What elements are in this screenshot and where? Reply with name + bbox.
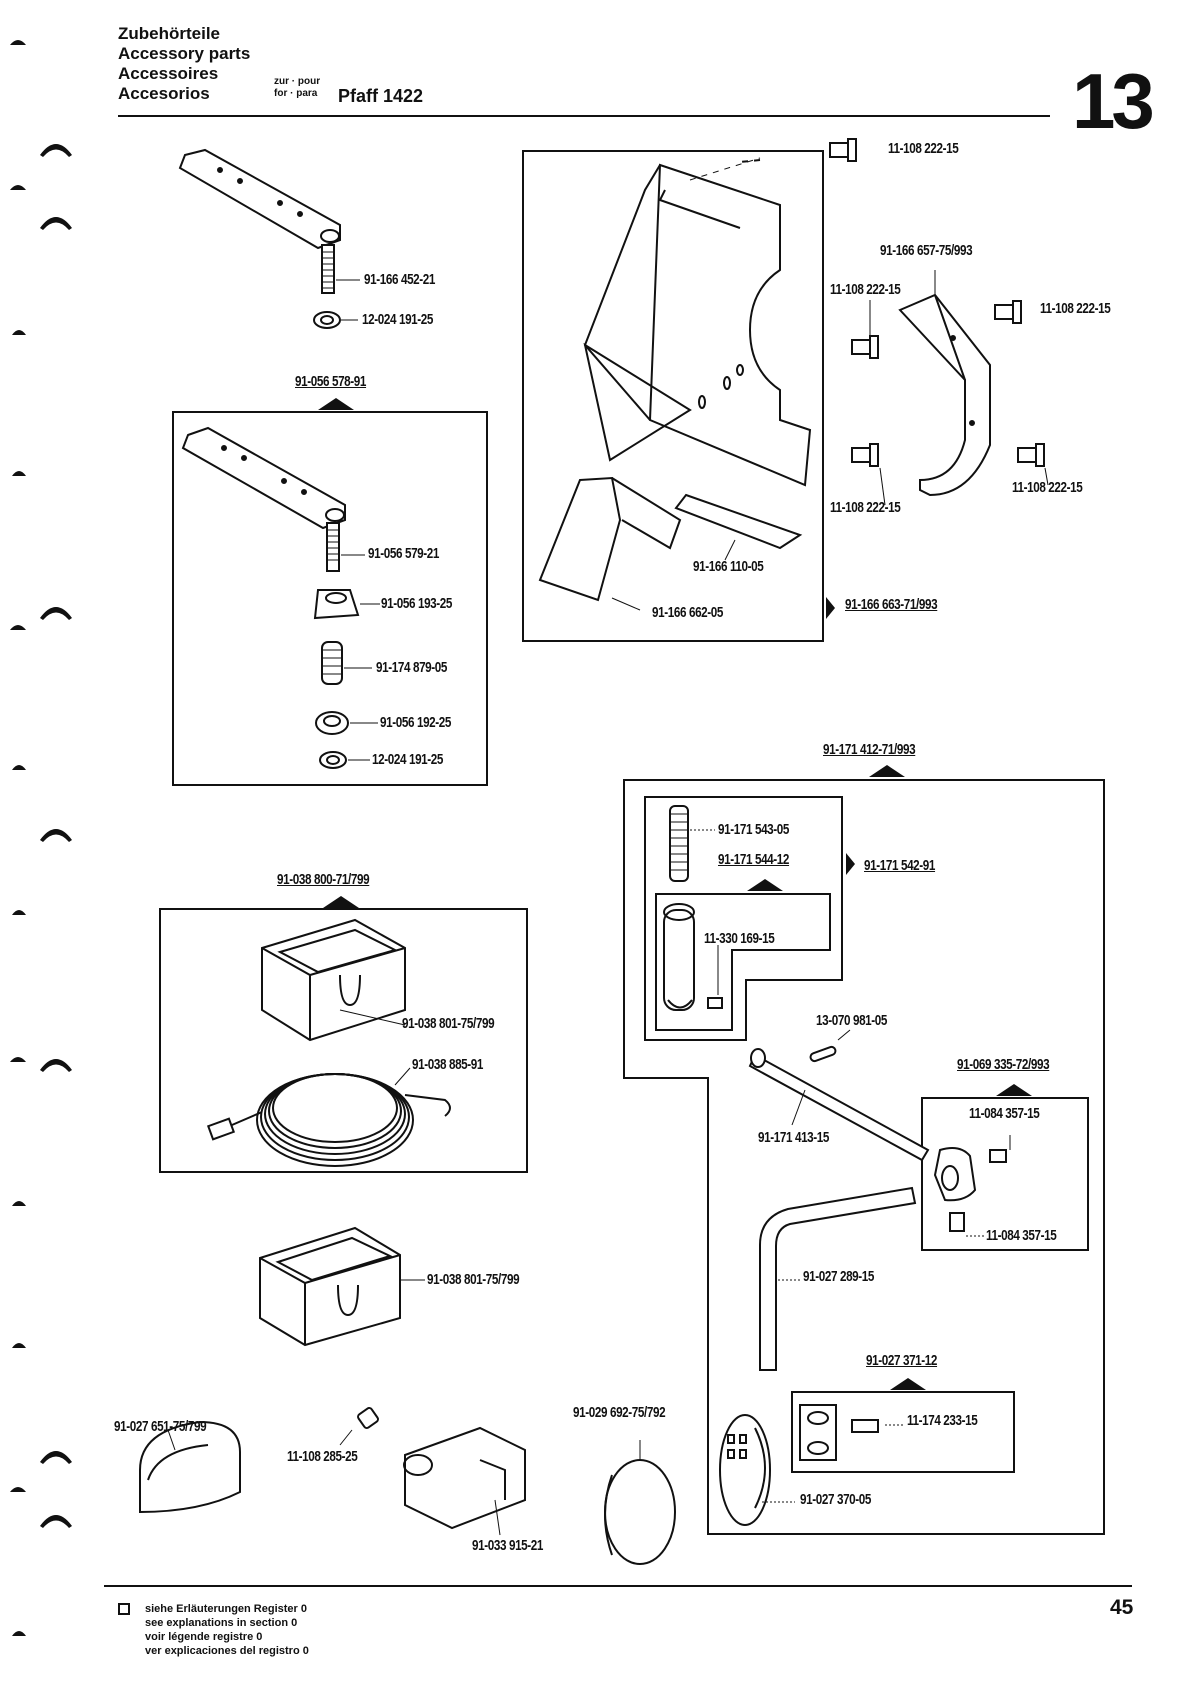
- kit-label: 91-171 544-12: [718, 851, 790, 868]
- kit-label: 91-056 578-91: [295, 373, 367, 390]
- part-label: 11-108 222-15: [888, 140, 959, 157]
- part-label: 12-024 191-25: [372, 751, 444, 768]
- kit-label: 91-038 800-71/799: [277, 871, 370, 888]
- title-block: Zubehörteile Accessory parts Accessoires…: [118, 24, 250, 104]
- part-label: 11-108 285-25: [287, 1448, 358, 1465]
- footer-notes: siehe Erläuterungen Register 0 see expla…: [145, 1602, 309, 1658]
- title-fr: Accessoires: [118, 64, 219, 83]
- for-line-1: zur · pour: [274, 76, 321, 87]
- part-label: 91-056 579-21: [368, 545, 440, 562]
- part-label: 12-024 191-25: [362, 311, 434, 328]
- part-label: 11-108 222-15: [1012, 479, 1083, 496]
- small-parts-drawing: [139, 1407, 676, 1565]
- part-label: 91-027 289-15: [803, 1268, 875, 1285]
- part-label: 91-166 110-05: [693, 558, 764, 575]
- part-label: 91-033 915-21: [472, 1537, 544, 1554]
- kit-marker: [747, 879, 783, 891]
- part-label: 11-108 222-15: [830, 499, 901, 516]
- holder-drawing: [259, 1226, 425, 1347]
- part-label: 11-084 357-15: [986, 1227, 1057, 1244]
- part-label: 91-038 801-75/799: [427, 1271, 520, 1288]
- box-bracket-kit: [172, 411, 488, 786]
- kit-marker: [890, 1378, 926, 1390]
- page-number: 45: [1110, 1596, 1134, 1619]
- part-label: 91-056 193-25: [381, 595, 453, 612]
- kit-marker: [318, 398, 354, 410]
- title-es: Accesorios: [118, 84, 210, 103]
- kit-label: 91-171 412-71/993: [823, 741, 916, 758]
- part-label: 91-174 879-05: [376, 659, 448, 676]
- part-label: 91-027 370-05: [800, 1491, 872, 1508]
- legend-square-icon: [118, 1603, 130, 1615]
- part-label: 91-056 192-25: [380, 714, 452, 731]
- part-label: 91-038 801-75/799: [402, 1015, 495, 1032]
- part-label: 91-166 662-05: [652, 604, 724, 621]
- kit-label: 91-166 663-71/993: [845, 596, 938, 613]
- kit-label: 91-069 335-72/993: [957, 1056, 1050, 1073]
- part-label: 11-108 222-15: [830, 281, 901, 298]
- note-fr: voir légende registre 0: [145, 1631, 263, 1643]
- part-label: 13-070 981-05: [816, 1012, 888, 1029]
- header-rule: [118, 115, 1050, 117]
- section-number: 13: [1072, 57, 1155, 145]
- machine-name: Pfaff 1422: [338, 86, 424, 106]
- part-label: 11-174 233-15: [907, 1412, 978, 1429]
- note-en: see explanations in section 0: [145, 1617, 298, 1629]
- for-label: zur · pour for · para: [274, 76, 320, 100]
- note-de: siehe Erläuterungen Register 0: [145, 1603, 307, 1615]
- kit-label: 91-027 371-12: [866, 1352, 938, 1369]
- box-holder-kit: [159, 908, 528, 1173]
- box-cover-assembly: [522, 150, 824, 642]
- title-de: Zubehörteile: [118, 24, 221, 43]
- part-label: 91-029 692-75/792: [573, 1404, 666, 1421]
- part-label: 91-171 543-05: [718, 821, 790, 838]
- footer-rule: [104, 1585, 1132, 1587]
- bracket-arm-drawing: [178, 148, 360, 329]
- part-label: 91-166 657-75/993: [880, 242, 973, 259]
- part-label: 11-084 357-15: [969, 1105, 1040, 1122]
- part-label: 91-038 885-91: [412, 1056, 484, 1073]
- title-en: Accessory parts: [118, 44, 251, 63]
- part-label: 91-166 452-21: [364, 271, 436, 288]
- for-line-2: for · para: [274, 88, 318, 99]
- kit-marker: [826, 597, 835, 619]
- kit-marker: [869, 765, 905, 777]
- part-label: 91-027 651-75/799: [114, 1418, 207, 1435]
- part-label: 91-171 413-15: [758, 1129, 830, 1146]
- kit-label: 91-171 542-91: [864, 857, 936, 874]
- bracket-arm-kit-drawing: [181, 426, 380, 769]
- note-es: ver explicaciones del registro 0: [145, 1645, 309, 1657]
- kit-marker: [323, 896, 359, 908]
- kit-marker: [846, 853, 855, 875]
- kit-marker: [996, 1084, 1032, 1096]
- holder-cable-drawing: [206, 918, 451, 1167]
- part-label: 11-330 169-15: [704, 930, 775, 947]
- part-label: 11-108 222-15: [1040, 300, 1111, 317]
